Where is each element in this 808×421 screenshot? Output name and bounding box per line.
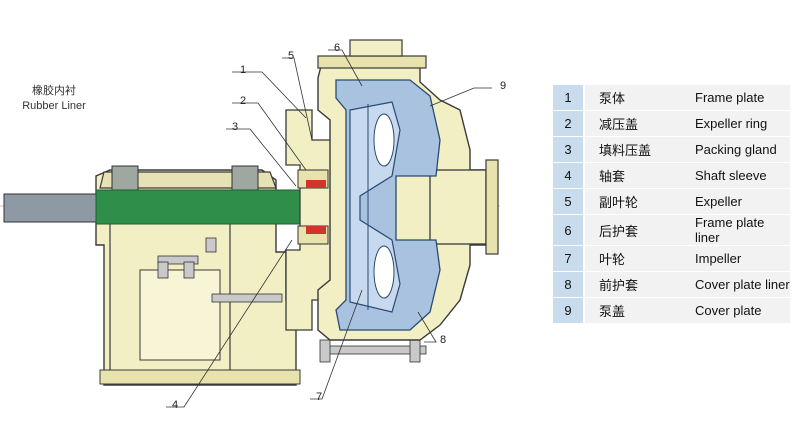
table-row: 1 泵体 Frame plate: [553, 85, 790, 111]
table-row: 7 叶轮 Impeller: [553, 245, 790, 272]
part-name-en: Shaft sleeve: [689, 162, 790, 189]
part-name-en: Frame plate liner: [689, 214, 790, 246]
part-name-en: Packing gland: [689, 136, 790, 163]
front-bearing: [231, 165, 259, 191]
callout-9: 9: [499, 80, 507, 92]
part-name-cn: 叶轮: [584, 245, 689, 272]
part-number: 2: [553, 110, 585, 137]
stuffing-box: [297, 169, 329, 245]
part-number: 8: [553, 271, 585, 298]
discharge-flange: [317, 55, 427, 69]
part-name-cn: 副叶轮: [584, 188, 689, 215]
callout-4: 4: [171, 399, 179, 411]
part-name-cn: 泵体: [584, 85, 689, 111]
part-name-en: Impeller: [689, 245, 790, 272]
impeller-vane-upper: [373, 113, 395, 167]
suction-flange: [485, 159, 499, 255]
part-name-cn: 泵盖: [584, 297, 689, 324]
part-number: 1: [553, 85, 585, 111]
callout-6: 6: [333, 42, 341, 54]
part-number: 6: [553, 214, 585, 246]
discharge-nozzle: [349, 39, 403, 57]
callout-8: 8: [439, 334, 447, 346]
frame-web: [139, 269, 221, 361]
part-name-en: Frame plate: [689, 85, 790, 111]
part-name-cn: 填料压盖: [584, 136, 689, 163]
part-name-cn: 后护套: [584, 214, 689, 246]
table-row: 5 副叶轮 Expeller: [553, 188, 790, 215]
part-name-en: Cover plate liner: [689, 271, 790, 298]
part-name-cn: 前护套: [584, 271, 689, 298]
leader-lines: [166, 49, 492, 408]
callout-7: 7: [315, 391, 323, 403]
table-row: 6 后护套 Frame plate liner: [553, 214, 790, 246]
rear-bearing: [111, 165, 139, 191]
suction-nozzle: [429, 169, 487, 245]
table-row: 2 减压盖 Expeller ring: [553, 110, 790, 137]
frame-foot: [99, 369, 301, 385]
callout-2: 2: [239, 95, 247, 107]
part-name-cn: 轴套: [584, 162, 689, 189]
part-number: 4: [553, 162, 585, 189]
parts-legend-table: 1 泵体 Frame plate 2 减压盖 Expeller ring 3 填…: [553, 85, 790, 324]
impeller-vane-lower: [373, 245, 395, 299]
part-number: 7: [553, 245, 585, 272]
callout-3: 3: [231, 121, 239, 133]
rubber-liner-label-cn: 橡胶内衬: [32, 85, 76, 97]
table-row: 8 前护套 Cover plate liner: [553, 271, 790, 298]
part-name-en: Expeller ring: [689, 110, 790, 137]
part-number: 3: [553, 136, 585, 163]
part-name-en: Cover plate: [689, 297, 790, 324]
shaft-end: [3, 193, 97, 223]
part-number: 9: [553, 297, 585, 324]
table-row: 9 泵盖 Cover plate: [553, 297, 790, 324]
part-number: 5: [553, 188, 585, 215]
part-name-cn: 减压盖: [584, 110, 689, 137]
table-row: 3 填料压盖 Packing gland: [553, 136, 790, 163]
callout-5: 5: [287, 50, 295, 62]
callout-1: 1: [239, 64, 247, 76]
rubber-liner-label-en: Rubber Liner: [22, 100, 86, 112]
part-name-en: Expeller: [689, 188, 790, 215]
table-row: 4 轴套 Shaft sleeve: [553, 162, 790, 189]
